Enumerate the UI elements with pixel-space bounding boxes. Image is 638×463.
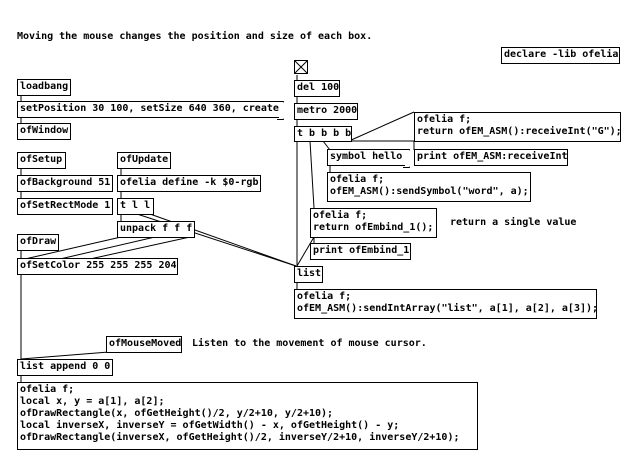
loadbang-object[interactable]: loadbang <box>17 79 71 96</box>
list-append-object[interactable]: list append 0 0 <box>17 359 113 376</box>
print-embind-object[interactable]: print ofEmbind_1 <box>310 243 411 260</box>
mouse-listen-comment: Listen to the movement of mouse cursor. <box>192 338 427 349</box>
ofbackground-object[interactable]: ofBackground 51 <box>17 175 113 192</box>
list-object[interactable]: list <box>294 266 323 283</box>
ofelia-define-object[interactable]: ofelia define -k $0-rgb <box>117 175 261 192</box>
draw-rectangles-script[interactable]: ofelia f; local x, y = a[1], a[2]; ofDra… <box>17 382 478 450</box>
header-comment: Moving the mouse changes the position an… <box>17 31 373 42</box>
send-symbol-script[interactable]: ofelia f; ofEM_ASM():sendSymbol("word", … <box>327 172 531 202</box>
ofsetrectmode-object[interactable]: ofSetRectMode 1 <box>17 198 113 215</box>
bang-x-icon <box>295 61 307 73</box>
symbol-hello-message[interactable]: symbol hello <box>327 149 405 166</box>
receive-int-script[interactable]: ofelia f; return ofEM_ASM():receiveInt("… <box>414 112 622 142</box>
window-setup-message[interactable]: setPosition 30 100, setSize 640 360, cre… <box>17 101 279 118</box>
embind-script[interactable]: ofelia f; return ofEmbind_1(); <box>310 208 437 238</box>
send-int-array-script[interactable]: ofelia f; ofEM_ASM():sendIntArray("list"… <box>294 289 598 319</box>
trigger-list-object[interactable]: t l l <box>117 198 154 215</box>
ofupdate-object[interactable]: ofUpdate <box>117 152 171 169</box>
bang-button[interactable] <box>294 60 308 74</box>
single-value-comment: return a single value <box>450 217 577 228</box>
ofsetup-object[interactable]: ofSetup <box>17 152 66 169</box>
unpack-object[interactable]: unpack f f f <box>117 221 195 238</box>
ofsetcolor-object[interactable]: ofSetColor 255 255 255 204 <box>17 258 178 275</box>
ofmousemoved-object[interactable]: ofMouseMoved <box>106 336 182 353</box>
print-receive-int-object[interactable]: print ofEM_ASM:receiveInt <box>414 149 568 166</box>
ofwindow-object[interactable]: ofWindow <box>17 123 71 140</box>
ofdraw-object[interactable]: ofDraw <box>17 234 59 251</box>
delay-object[interactable]: del 100 <box>294 80 340 97</box>
metro-object[interactable]: metro 2000 <box>294 103 358 120</box>
declare-object[interactable]: declare -lib ofelia <box>501 47 620 64</box>
trigger-bang-object[interactable]: t b b b b <box>294 126 352 142</box>
